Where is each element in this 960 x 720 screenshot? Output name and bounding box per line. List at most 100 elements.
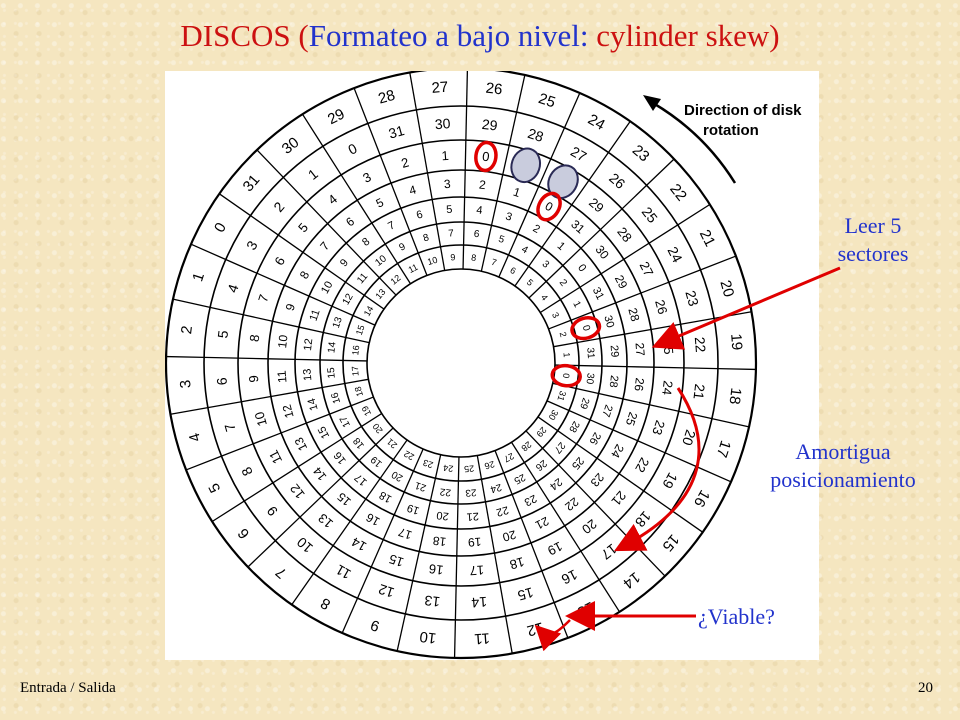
sector-number: 6	[213, 377, 230, 386]
track-circle	[366, 268, 556, 458]
sector-number: 29	[577, 396, 591, 410]
sector-number: 3	[443, 177, 451, 191]
sector-divider	[462, 222, 465, 246]
sector-divider	[523, 462, 538, 483]
sector-number: 22	[692, 336, 709, 353]
sector-divider	[349, 498, 367, 522]
sector-divider	[453, 619, 457, 658]
sector-divider	[252, 432, 282, 445]
sector-divider	[331, 305, 354, 317]
sector-divider	[456, 503, 459, 529]
read-sector-highlight	[510, 147, 542, 184]
callout-read-line2: sectores	[837, 241, 909, 266]
sector-divider	[204, 356, 239, 359]
sector-number: 4	[408, 182, 419, 197]
sector-number: 8	[471, 252, 477, 263]
sector-number: 21	[690, 383, 708, 401]
sector-number: 1	[511, 185, 522, 200]
sector-number: 28	[566, 419, 581, 434]
sector-divider	[485, 225, 493, 248]
sector-divider	[218, 193, 251, 217]
sector-divider	[321, 477, 342, 497]
sector-divider	[539, 299, 561, 314]
sector-number: 22	[439, 485, 452, 497]
sector-divider	[463, 197, 466, 223]
sector-number: 29	[608, 345, 621, 358]
sector-divider	[367, 123, 381, 156]
sector-divider	[538, 158, 552, 187]
sector-number: 1	[441, 148, 449, 164]
sector-number: 22	[402, 449, 416, 463]
sector-divider	[490, 200, 498, 226]
sector-divider	[301, 113, 324, 147]
sector-divider	[593, 501, 616, 525]
sector-number: 18	[726, 387, 745, 406]
sector-divider	[295, 358, 321, 361]
sector-divider	[284, 284, 310, 297]
track-circle	[267, 169, 655, 557]
sector-divider	[576, 387, 599, 395]
sector-divider	[480, 247, 488, 272]
sector-divider	[341, 597, 359, 634]
sector-divider	[545, 265, 564, 282]
sector-divider	[400, 208, 411, 232]
sector-divider	[415, 109, 423, 144]
sector-divider	[243, 482, 274, 502]
sector-divider	[489, 526, 496, 554]
sector-divider	[668, 269, 701, 283]
sector-number: 0	[561, 373, 572, 379]
sector-number: 26	[483, 459, 495, 471]
sector-number: 28	[519, 439, 533, 453]
sector-divider	[517, 210, 529, 235]
arrow-viable-curl	[534, 619, 571, 652]
sector-number: 17	[469, 562, 485, 578]
sector-divider	[638, 548, 666, 577]
sector-divider	[637, 440, 666, 454]
sector-divider	[507, 233, 519, 256]
sector-number: 25	[512, 471, 527, 486]
sector-divider	[356, 199, 373, 224]
sector-number: 27	[431, 79, 449, 97]
sector-zero-marker	[570, 316, 602, 341]
sector-divider	[480, 479, 487, 502]
sector-number: 15	[316, 424, 332, 440]
sector-divider	[622, 398, 650, 406]
sector-divider	[463, 170, 466, 198]
sector-number: 20	[390, 468, 405, 483]
sector-number: 7	[490, 257, 498, 268]
sector-divider	[700, 255, 737, 271]
sector-number: 24	[664, 244, 685, 265]
sector-number: 14	[349, 534, 369, 554]
sector-divider	[272, 466, 299, 484]
sector-number: 2	[557, 277, 569, 289]
sector-divider	[671, 509, 704, 533]
sector-number: 17	[350, 366, 361, 377]
sector-number: 13	[373, 287, 387, 301]
callout-read-line1: Leer 5	[844, 213, 902, 238]
sector-divider	[717, 367, 756, 371]
sector-divider	[320, 438, 343, 453]
sector-divider	[683, 367, 718, 370]
sector-divider	[598, 392, 624, 400]
sector-divider	[588, 152, 609, 181]
sector-number: 18	[432, 533, 447, 549]
sector-number: 30	[279, 134, 303, 158]
sector-number: 31	[387, 122, 407, 142]
sector-divider	[499, 582, 507, 617]
title-suffix: )	[769, 18, 780, 53]
title-prefix: DISCOS (	[180, 18, 309, 53]
sector-number: 25	[623, 410, 641, 427]
sector-divider	[344, 378, 369, 385]
slide-title: DISCOS (Formateo a bajo nivel: cylinder …	[0, 18, 960, 54]
sector-divider	[322, 145, 342, 176]
sector-divider	[580, 229, 601, 249]
sector-divider	[393, 491, 405, 516]
sector-divider	[185, 455, 222, 471]
sector-number: 28	[625, 306, 642, 323]
sector-divider	[384, 243, 399, 264]
sector-number: 16	[559, 566, 580, 587]
sector-divider	[358, 444, 377, 461]
sector-number: 16	[350, 345, 361, 356]
